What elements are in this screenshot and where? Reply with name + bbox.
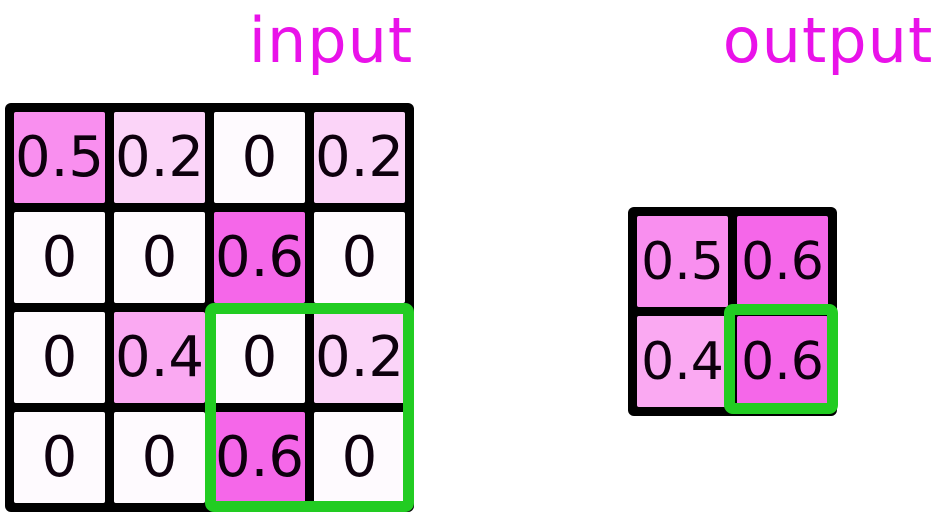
output-cell-r1c2: 0.6 — [737, 216, 828, 307]
input-cell-r1c2: 0.2 — [114, 112, 205, 203]
input-cell-r2c4: 0 — [314, 212, 405, 303]
output-title: output — [722, 4, 934, 77]
input-cell-r2c2: 0 — [114, 212, 205, 303]
input-cell-r3c1: 0 — [14, 312, 105, 403]
input-cell-r2c1: 0 — [14, 212, 105, 303]
output-cell-r2c1: 0.4 — [637, 316, 728, 407]
input-cell-r4c1: 0 — [14, 412, 105, 503]
input-cell-r3c4: 0.2 — [314, 312, 405, 403]
input-cell-r1c4: 0.2 — [314, 112, 405, 203]
input-cell-r4c4: 0 — [314, 412, 405, 503]
input-cell-r3c3: 0 — [214, 312, 305, 403]
output-cell-r1c1: 0.5 — [637, 216, 728, 307]
input-cell-r1c3: 0 — [214, 112, 305, 203]
input-cell-r4c3: 0.6 — [214, 412, 305, 503]
input-cell-r4c2: 0 — [114, 412, 205, 503]
input-title: input — [248, 4, 414, 77]
input-cell-r3c2: 0.4 — [114, 312, 205, 403]
output-cell-r2c2: 0.6 — [737, 316, 828, 407]
input-cell-r2c3: 0.6 — [214, 212, 305, 303]
input-cell-r1c1: 0.5 — [14, 112, 105, 203]
